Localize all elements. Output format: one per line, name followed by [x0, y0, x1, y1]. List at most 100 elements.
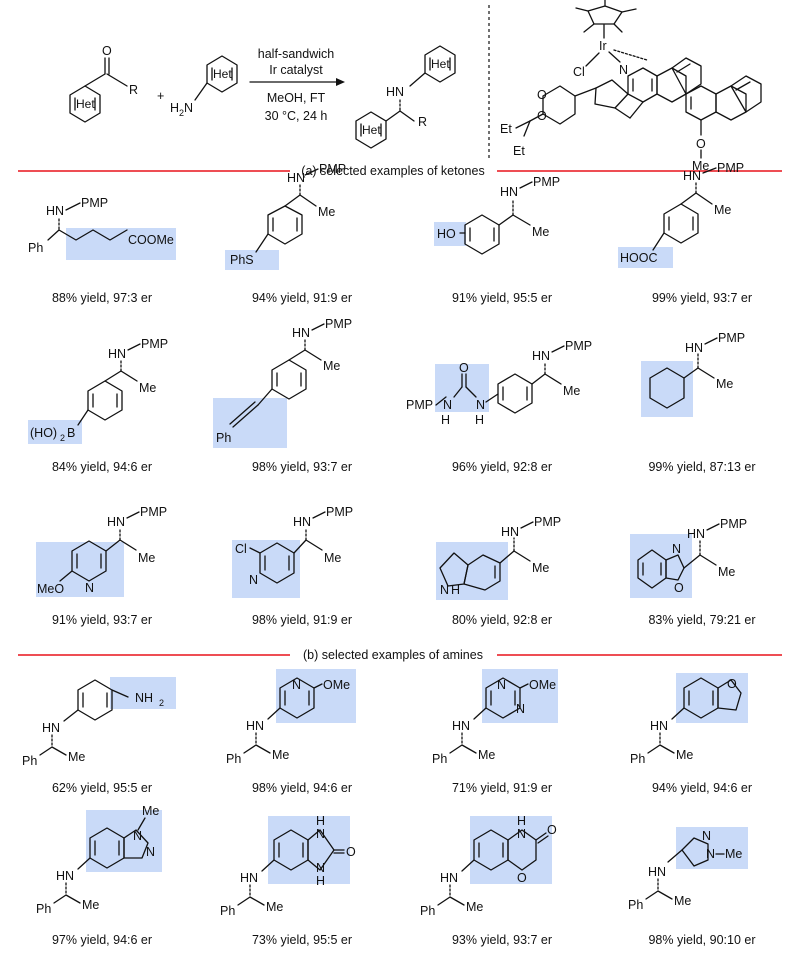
- compound-b5-me-n: Me: [142, 804, 159, 818]
- compound-a7: PMP N H O N H HN PMP Me 96% yield, 92:8 …: [406, 339, 592, 474]
- compound-b1-hn: HN: [42, 721, 60, 735]
- section-a-title: (a) selected examples of ketones: [301, 164, 484, 178]
- compound-a4-hooc: HOOC: [620, 251, 658, 265]
- compound-a6-caption: 98% yield, 93:7 er: [252, 460, 352, 474]
- ketone-oxygen-label: O: [102, 44, 112, 58]
- compound-a7-n1: N: [443, 398, 452, 412]
- compound-b5-n2: N: [146, 845, 155, 859]
- compound-a6-me: Me: [323, 359, 340, 373]
- catalyst-o2-label: O: [537, 109, 547, 123]
- compound-b3-hn: HN: [452, 719, 470, 733]
- compound-a2-caption: 94% yield, 91:9 er: [252, 291, 352, 305]
- compound-a10-pmp: PMP: [326, 505, 353, 519]
- compound-b7-caption: 93% yield, 93:7 er: [452, 933, 552, 947]
- catalyst-o1-label: O: [537, 88, 547, 102]
- compound-b7-h: H: [517, 814, 526, 828]
- compound-b4-o: O: [727, 677, 737, 691]
- compound-b1-caption: 62% yield, 95:5 er: [52, 781, 152, 795]
- compound-a1-coome: COOMe: [128, 233, 174, 247]
- compound-b1-sub2: 2: [159, 698, 164, 708]
- amine-h-subscript: 2: [179, 108, 184, 118]
- ketone-het-label: Het: [76, 97, 95, 111]
- compound-a8-me: Me: [716, 377, 733, 391]
- compound-a1-pmp: PMP: [81, 196, 108, 210]
- compound-b4-caption: 94% yield, 94:6 er: [652, 781, 752, 795]
- plus-sign: +: [157, 89, 164, 103]
- compound-a11-me: Me: [532, 561, 549, 575]
- compound-a5-me: Me: [139, 381, 156, 395]
- compound-a12-pmp: PMP: [720, 517, 747, 531]
- compound-b3-n2: N: [516, 702, 525, 716]
- compound-a11-hn: HN: [501, 525, 519, 539]
- compound-b6-caption: 73% yield, 95:5 er: [252, 933, 352, 947]
- compound-a2-hn: HN: [287, 171, 305, 185]
- compound-a1-caption: 88% yield, 97:3 er: [52, 291, 152, 305]
- compound-b4-ph: Ph: [630, 752, 645, 766]
- catalyst-et2-label: Et: [513, 144, 525, 158]
- compound-a1-ph: Ph: [28, 241, 43, 255]
- compound-b6-o: O: [346, 845, 356, 859]
- compound-a9: N MeO HN PMP Me 91% yield, 93:7 er: [36, 505, 167, 627]
- compound-b5-hn: HN: [56, 869, 74, 883]
- compound-b8-caption: 98% yield, 90:10 er: [648, 933, 755, 947]
- compound-b2-ome: OMe: [323, 678, 350, 692]
- compound-b8-hn: HN: [648, 865, 666, 879]
- product-r-label: R: [418, 115, 427, 129]
- compound-a11: N H HN PMP Me 80% yield, 92:8 er: [436, 515, 561, 627]
- compound-a5-caption: 84% yield, 94:6 er: [52, 460, 152, 474]
- compound-b5-caption: 97% yield, 94:6 er: [52, 933, 152, 947]
- compound-b6-h1: H: [316, 814, 325, 828]
- compound-b7-hn: HN: [440, 871, 458, 885]
- compound-a4-caption: 99% yield, 93:7 er: [652, 291, 752, 305]
- compound-b2-caption: 98% yield, 94:6 er: [252, 781, 352, 795]
- ketone-reactant: Het O R: [69, 44, 138, 123]
- compound-a3-pmp: PMP: [533, 175, 560, 189]
- compound-b5-n1: N: [133, 829, 142, 843]
- compound-a7-pmp: PMP: [565, 339, 592, 353]
- compound-a9-meo: MeO: [37, 582, 64, 596]
- compound-b6: H N O N H HN Ph Me 73% yield, 95:5 er: [220, 814, 356, 947]
- compound-b2-ph: Ph: [226, 752, 241, 766]
- compound-a6: Ph HN PMP Me 98% yield, 93:7 er: [213, 317, 352, 474]
- compound-b4: O HN Ph Me 94% yield, 94:6 er: [630, 673, 752, 795]
- compound-a10-me: Me: [324, 551, 341, 565]
- compound-b8-ph: Ph: [628, 898, 643, 912]
- amine-h-label: H: [170, 101, 179, 115]
- compound-a5-b: B: [67, 426, 75, 440]
- compound-a7-me: Me: [563, 384, 580, 398]
- compound-a11-h: H: [451, 583, 460, 597]
- compound-a12-n: N: [672, 542, 681, 556]
- compound-b7: H N O O HN Ph Me 93% yield, 93:7 er: [420, 814, 557, 947]
- compound-b3-ome: OMe: [529, 678, 556, 692]
- compound-a4: HOOC HN PMP Me 99% yield, 93:7 er: [618, 161, 752, 305]
- compound-b7-me: Me: [466, 900, 483, 914]
- header-reaction: Het O R + Het H 2 N half-sandwich Ir cat…: [69, 0, 762, 173]
- amine-het-label: Het: [213, 67, 232, 81]
- reaction-conditions: half-sandwich Ir catalyst MeOH, FT 30 °C…: [249, 47, 345, 123]
- section-a-header: (a) selected examples of ketones: [18, 164, 782, 178]
- compound-a10-n: N: [249, 573, 258, 587]
- condition-line-3: MeOH, FT: [267, 91, 326, 105]
- compound-a5-sub2: 2: [60, 433, 65, 443]
- compound-a8-pmp: PMP: [718, 331, 745, 345]
- compound-a2: PhS HN PMP Me 94% yield, 91:9 er: [225, 162, 352, 305]
- compound-a10: N Cl HN PMP Me 98% yield, 91:9 er: [232, 505, 353, 627]
- compound-a2-pmp: PMP: [319, 162, 346, 176]
- compound-b8-me: Me: [674, 894, 691, 908]
- compound-b3-me: Me: [478, 748, 495, 762]
- compound-a7-h1: H: [441, 413, 450, 427]
- compound-a3-hn: HN: [500, 185, 518, 199]
- iridium-catalyst: Ir Cl N O O Et Et: [500, 0, 762, 173]
- compound-a8-caption: 99% yield, 87:13 er: [648, 460, 755, 474]
- compound-a5-ho: (HO): [30, 426, 57, 440]
- compound-a7-pmp-left: PMP: [406, 398, 433, 412]
- compound-b2-n: N: [292, 678, 301, 692]
- catalyst-cl-label: Cl: [573, 65, 585, 79]
- compound-a10-cl: Cl: [235, 542, 247, 556]
- compound-b5: N N Me HN Ph Me 97% yield, 94:6 er: [36, 804, 162, 947]
- compound-a2-me: Me: [318, 205, 335, 219]
- compound-a11-pmp: PMP: [534, 515, 561, 529]
- product-amine: Het HN R Het: [355, 45, 456, 149]
- compound-b6-n2: N: [316, 861, 325, 875]
